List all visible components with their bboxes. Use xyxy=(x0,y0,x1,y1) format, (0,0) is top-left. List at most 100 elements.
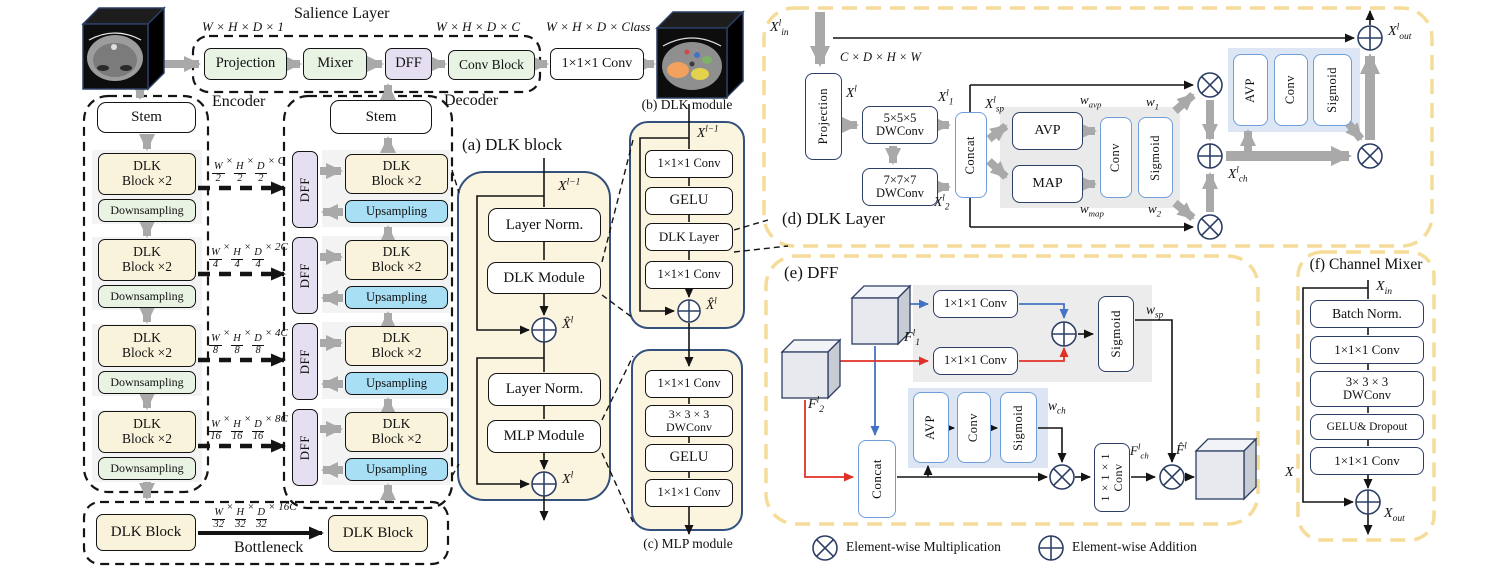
a-add-node-1 xyxy=(531,317,557,343)
d-add-node-ch xyxy=(1197,143,1223,169)
d-w-1: w1 xyxy=(1146,94,1160,112)
output-segmentation-volume xyxy=(655,10,745,99)
f-batch-norm: Batch Norm. xyxy=(1310,300,1424,328)
e-output-cube xyxy=(1194,437,1258,501)
salience-mixer: Mixer xyxy=(303,48,367,80)
panel-bc-wiring xyxy=(639,104,694,535)
salience-dim-out: W × H × D × Class xyxy=(546,19,651,34)
e-f-1: Fl1 xyxy=(904,328,920,348)
c-conv-1: 1×1×1 Conv xyxy=(645,370,733,398)
salience-title: Salience Layer xyxy=(294,5,390,22)
e-feature-cube-2 xyxy=(780,338,842,400)
d-sigmoid: Sigmoid xyxy=(1138,117,1173,198)
a-dlk-module: DLK Module xyxy=(487,262,601,294)
f-add-node xyxy=(1355,489,1381,515)
d-projection: Projection xyxy=(805,73,842,160)
bottleneck-dlk-block-2: DLK Block xyxy=(328,515,428,552)
e-feature-cube-1 xyxy=(850,284,912,346)
b-add-node xyxy=(677,299,701,323)
e-f-ch: Flch xyxy=(1130,441,1149,461)
module-c-title: (c) MLP module xyxy=(643,536,733,551)
legend-add-label: Element-wise Addition xyxy=(1072,539,1197,554)
skip-connection-lines xyxy=(198,181,324,540)
dec-dff-1: DFF xyxy=(292,151,318,228)
bottleneck-title: Bottleneck xyxy=(234,539,304,556)
b-conv-1: 1×1×1 Conv xyxy=(645,150,733,178)
e-f-hat: F̂l xyxy=(1176,440,1187,457)
salience-dff: DFF xyxy=(385,48,432,80)
f-conv-1: 1×1×1 Conv xyxy=(1310,336,1424,364)
a-x-output: Xl xyxy=(562,470,574,487)
d-shape: C × D × H × W xyxy=(840,50,921,64)
d-w-2: w2 xyxy=(1148,201,1162,219)
panel-e-title: (e) DFF xyxy=(784,263,839,282)
dec-upsampling-4: Upsampling xyxy=(345,458,448,481)
f-x-in: Xin xyxy=(1376,279,1392,297)
e-multiply-node-sp xyxy=(1159,464,1185,490)
d-map: MAP xyxy=(1012,165,1083,203)
e-conv-ch: Conv xyxy=(957,392,991,463)
d-multiply-node-out xyxy=(1357,143,1383,169)
legend-multiply-icon xyxy=(812,535,838,561)
d-x-2: Xl2 xyxy=(934,192,950,212)
f-conv-2: 1×1×1 Conv xyxy=(1310,447,1424,475)
salience-final-conv: 1×1×1 Conv xyxy=(550,48,644,80)
bottleneck-border xyxy=(82,500,450,566)
e-conv-sp-1: 1×1×1 Conv xyxy=(933,290,1018,318)
b-x-hat: X̂l xyxy=(706,295,717,312)
e-conv-sp-2: 1×1×1 Conv xyxy=(933,347,1018,375)
d-sigmoid-2: Sigmoid xyxy=(1313,54,1352,126)
b-dlk-layer: DLK Layer xyxy=(645,223,733,251)
salience-conv-block: Conv Block xyxy=(448,50,535,80)
panel-a-wiring xyxy=(476,158,549,521)
dec-upsampling-2: Upsampling xyxy=(345,286,448,309)
b-conv-2: 1×1×1 Conv xyxy=(645,261,733,289)
d-x-ch: Xlch xyxy=(1228,164,1248,184)
d-w-map: wmap xyxy=(1080,201,1104,219)
encoder-stem: Stem xyxy=(97,102,196,133)
f-gelu-dropout: GELU& Dropout xyxy=(1310,414,1424,440)
panel-d-title: (d) DLK Layer xyxy=(782,209,885,228)
panel-a-title: (a) DLK block xyxy=(462,135,563,154)
dec-dff-4: DFF xyxy=(292,409,318,486)
d-x-sp: Xlsp xyxy=(985,94,1004,114)
enc-downsampling-1: Downsampling xyxy=(98,199,196,222)
e-sigmoid-sp: Sigmoid xyxy=(1098,296,1134,372)
d-conv: Conv xyxy=(1100,117,1132,198)
d-x-in: Xlin xyxy=(770,18,789,38)
e-f-2: Fl2 xyxy=(808,395,824,415)
bottleneck-dlk-block-1: DLK Block xyxy=(96,514,196,551)
dec-upsampling-1: Upsampling xyxy=(345,200,448,223)
a-x-hat: X̂l xyxy=(562,315,574,332)
decoder-border xyxy=(282,94,454,510)
gray-flow-arrows xyxy=(132,56,656,501)
c-conv-2: 1×1×1 Conv xyxy=(645,479,733,507)
enc-downsampling-4: Downsampling xyxy=(98,457,196,480)
zoom-connector-lines xyxy=(451,139,789,523)
a-x-input: Xl−1 xyxy=(558,177,581,194)
d-multiply-node-w2 xyxy=(1197,214,1223,240)
d-x-1: Xl1 xyxy=(938,87,954,107)
panel-f-border xyxy=(1296,250,1436,542)
encoder-title: Encoder xyxy=(212,93,266,110)
enc-downsampling-3: Downsampling xyxy=(98,371,196,394)
panel-e-border xyxy=(764,254,1260,526)
e-multiply-node-ch xyxy=(1049,464,1075,490)
a-layer-norm-2: Layer Norm. xyxy=(488,373,601,406)
d-avp: AVP xyxy=(1012,112,1083,150)
panel-f-wiring xyxy=(1302,280,1373,535)
